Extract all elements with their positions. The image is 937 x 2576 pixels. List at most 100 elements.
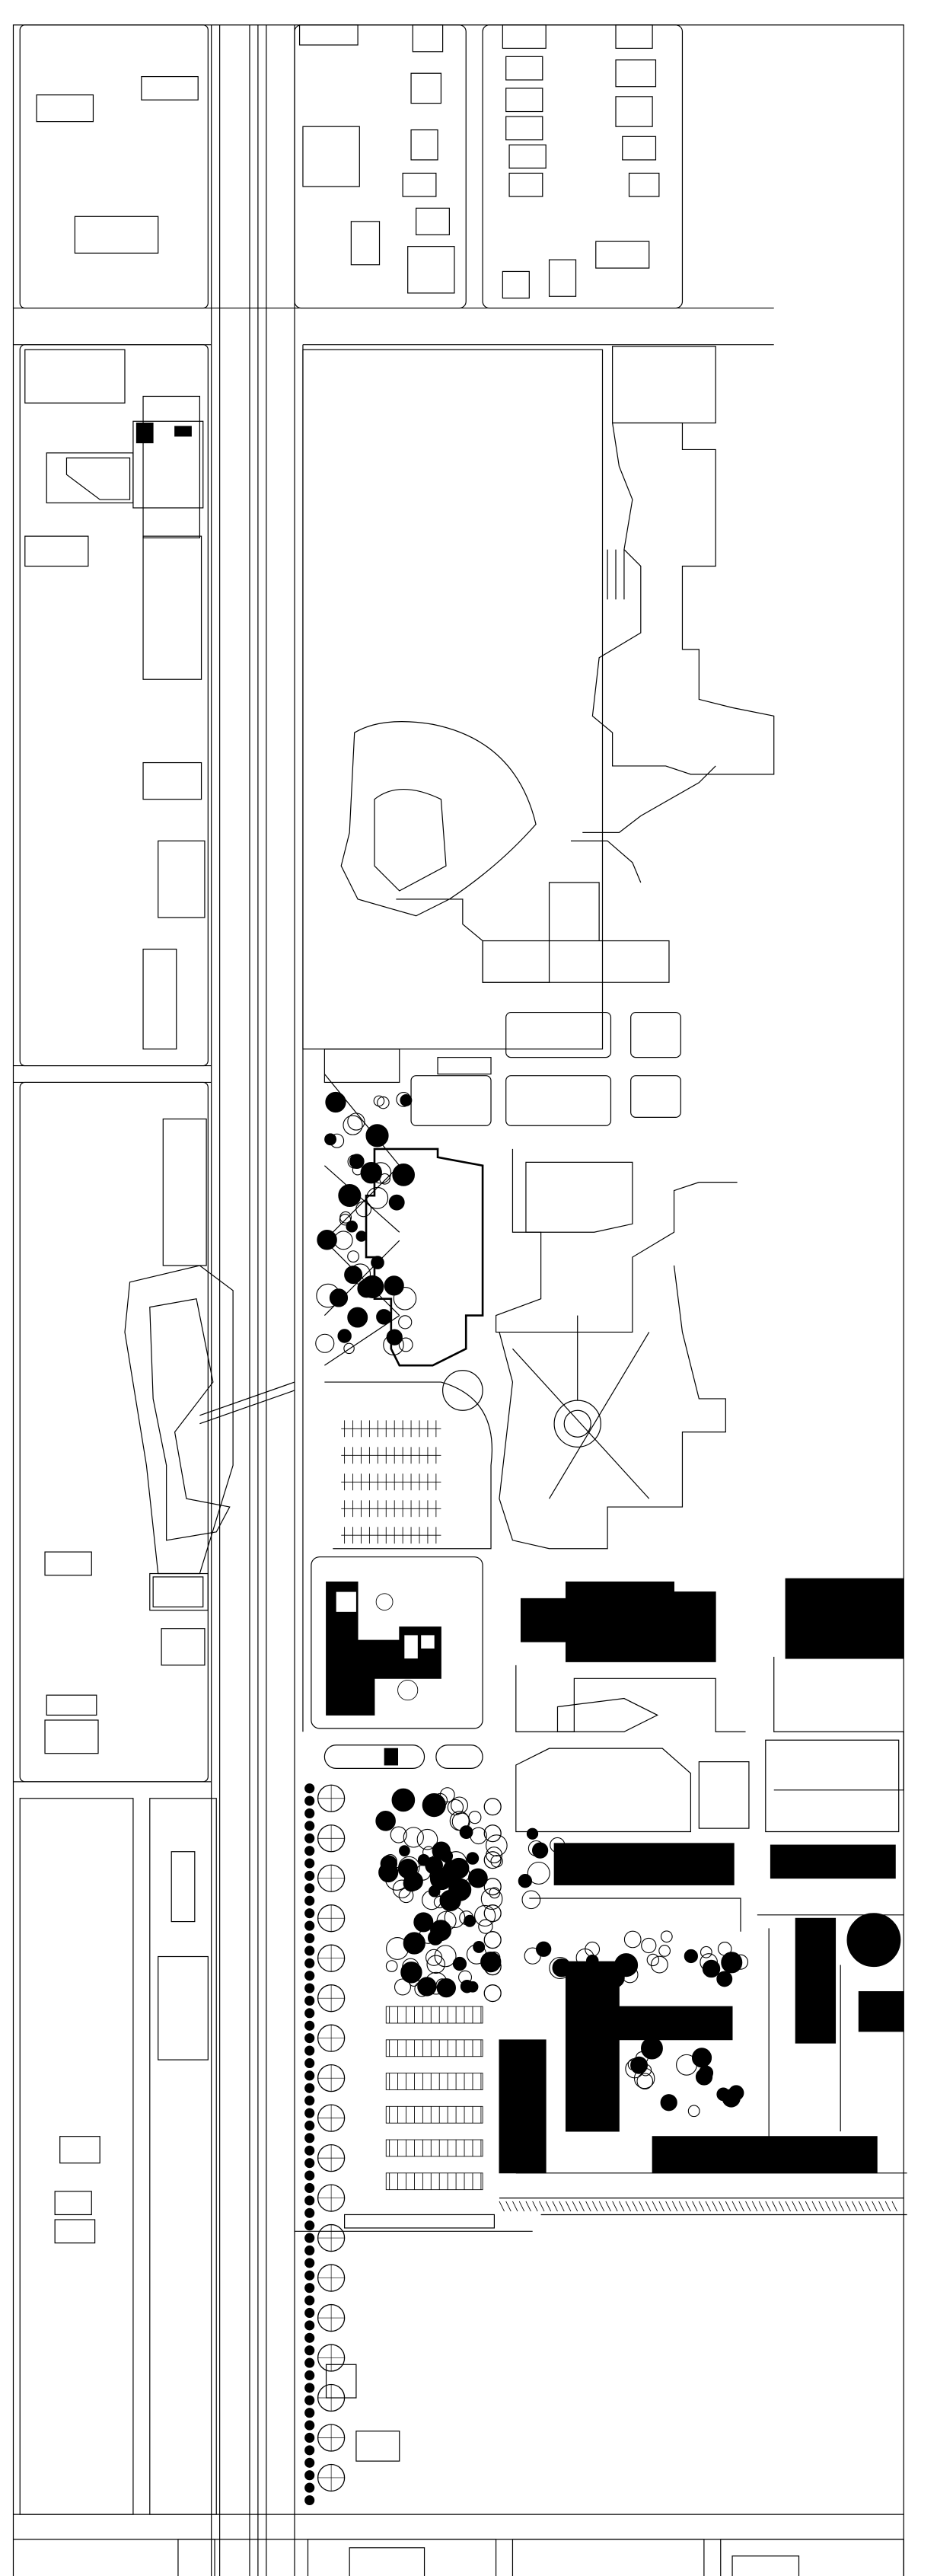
tree-small [304, 2395, 315, 2405]
tree-small [304, 1796, 315, 1806]
tree-cluster [646, 1953, 660, 1967]
tree-small [304, 2233, 315, 2243]
tree-small [304, 2133, 315, 2143]
tree-cluster [316, 1283, 340, 1308]
parking-row [385, 2006, 483, 2024]
tree-small [304, 2070, 315, 2081]
tree-cluster [429, 1867, 449, 1887]
tree-small [304, 2307, 315, 2319]
tree-small [304, 2245, 315, 2256]
tree-cluster [658, 1945, 671, 1957]
main-road [211, 24, 304, 2576]
hatch-line [772, 2201, 778, 2212]
tree-row [483, 1931, 502, 1949]
tree-small [304, 2145, 315, 2156]
tree-cluster [403, 1871, 423, 1891]
tree-cluster [660, 1930, 673, 1943]
tree-row [483, 1878, 502, 1896]
tree-cluster [403, 1932, 425, 1955]
hatch-line [618, 2201, 625, 2212]
tree-cluster [432, 1841, 451, 1860]
hatch-line [831, 2201, 838, 2212]
tree-cluster [388, 1194, 405, 1211]
hatch-line [745, 2201, 751, 2212]
tree-cluster [434, 1945, 457, 1968]
tree-cluster [396, 1791, 409, 1804]
tree-cluster [464, 1914, 476, 1927]
tree-cluster [641, 1937, 657, 1954]
tree-cluster [633, 2067, 655, 2089]
tree-small [304, 2008, 315, 2019]
hatch-line [632, 2201, 638, 2212]
tree-cluster [347, 1250, 359, 1263]
tree-small [304, 1783, 315, 1794]
hatch-line [858, 2201, 865, 2212]
tree-small [304, 2445, 315, 2456]
tree-cluster [417, 1977, 437, 1997]
hatch-line [692, 2201, 698, 2212]
parking-lot-north [341, 1420, 441, 1544]
tree-row [483, 1851, 502, 1869]
tree-cluster [550, 1837, 566, 1853]
tree-small [304, 1846, 315, 1856]
station-building-central [124, 1265, 295, 1611]
tree-cluster [413, 1912, 434, 1933]
campus-grounds [302, 346, 775, 1550]
tree-cluster [436, 1977, 456, 1998]
tree-cluster [554, 1868, 567, 1881]
hatch-line [598, 2201, 605, 2212]
hatch-line [884, 2201, 891, 2212]
tree-small [304, 2258, 315, 2268]
hatch-line [758, 2201, 764, 2212]
tree-cluster [467, 1981, 479, 1993]
tree-cluster [317, 1229, 337, 1250]
hatch-line [731, 2201, 738, 2212]
hatch-line [665, 2201, 671, 2212]
hatch-line [698, 2201, 705, 2212]
tree-cluster [380, 1855, 398, 1872]
tree-cluster [398, 1315, 413, 1329]
tree-cluster [394, 1978, 411, 1996]
tree-cluster [636, 2073, 654, 2089]
tree-cluster [346, 1220, 359, 1233]
hatch-line [785, 2201, 791, 2212]
tree-small [304, 1920, 315, 1931]
tree-cluster [728, 2085, 744, 2101]
tree-cluster [349, 1154, 365, 1170]
hatch-line [818, 2201, 824, 2212]
hatch-line [719, 2201, 725, 2212]
hatch-line [852, 2201, 858, 2212]
tree-small [304, 1821, 315, 1831]
tree-cluster [449, 1811, 470, 1831]
tree-small [304, 1995, 315, 2006]
tree-cluster [347, 1154, 362, 1169]
tree-small [304, 2158, 315, 2169]
tree-small [304, 2195, 315, 2206]
tree-cluster [324, 1133, 337, 1146]
tree-small [304, 1933, 315, 1944]
tree-cluster [466, 1852, 480, 1865]
tree-cluster [347, 1307, 368, 1328]
drawing-border [12, 24, 904, 2576]
tree-cluster [452, 1956, 467, 1971]
tree-small [304, 1908, 315, 1919]
tree-small [304, 2408, 315, 2418]
tree-small [304, 1833, 315, 1843]
parking-row [385, 2139, 483, 2157]
parking-row [385, 2073, 483, 2090]
tree-cluster [468, 1811, 482, 1824]
tree-cluster [716, 2087, 731, 2102]
tree-cluster [360, 1162, 382, 1184]
hatch-line [578, 2201, 585, 2212]
tree-cluster [695, 2068, 713, 2086]
hatch-line [765, 2201, 771, 2212]
station-building-north [46, 395, 204, 538]
tree-row [483, 1904, 502, 1923]
tree-cluster [639, 2064, 652, 2076]
tree-small [304, 1858, 315, 1869]
hatch-line [778, 2201, 785, 2212]
tree-small [304, 2370, 315, 2381]
tree-cluster [337, 1329, 352, 1343]
tree-cluster [489, 1887, 501, 1899]
hatch-line [512, 2201, 518, 2212]
